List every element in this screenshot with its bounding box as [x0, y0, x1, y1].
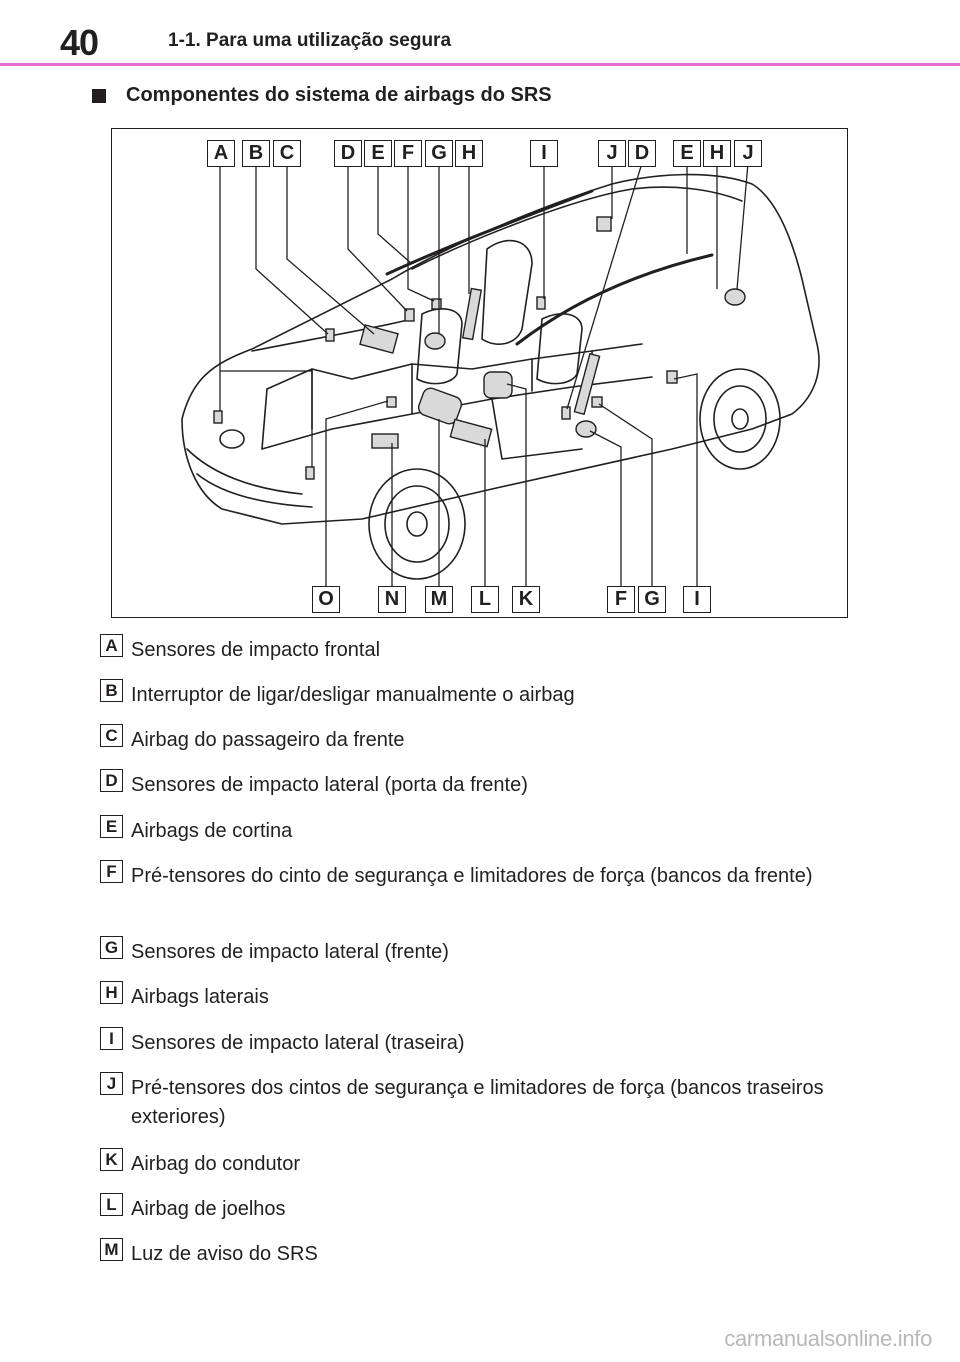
legend-badge: D [100, 769, 123, 792]
callout-top-9: I [530, 140, 558, 167]
callout-bottom-5: K [512, 586, 540, 613]
callout-top-8: H [455, 140, 483, 167]
callout-bottom-2: N [378, 586, 406, 613]
callout-bottom-3: M [425, 586, 453, 613]
legend-text: Airbag do passageiro da frente [131, 729, 405, 751]
legend-badge: K [100, 1148, 123, 1171]
legend-text: Airbags laterais [131, 986, 269, 1008]
legend-badge: B [100, 679, 123, 702]
callout-bottom-6: F [607, 586, 635, 613]
callout-top-12: E [673, 140, 701, 167]
section-heading: Componentes do sistema de airbags do SRS [92, 84, 552, 107]
callout-top-5: E [364, 140, 392, 167]
square-bullet-icon [92, 88, 106, 103]
callout-top-2: B [242, 140, 270, 167]
callout-bottom-1: O [312, 586, 340, 613]
legend-badge: F [100, 860, 123, 883]
legend-text: Interruptor de ligar/desligar manualment… [131, 684, 575, 706]
header-rule [0, 63, 960, 66]
legend-text: Pré-tensores dos cintos de segurança e l… [131, 1077, 824, 1128]
callout-top-7: G [425, 140, 453, 167]
callout-bottom-4: L [471, 586, 499, 613]
chapter-title: 1-1. Para uma utilização segura [168, 30, 452, 51]
airbag-system-diagram: A B C D E F G H I J D E H J O N M L K F … [111, 128, 848, 618]
legend-badge: A [100, 634, 123, 657]
callout-top-14: J [734, 140, 762, 167]
callout-bottom-7: G [638, 586, 666, 613]
legend-badge: I [100, 1027, 123, 1050]
vehicle-cutaway-illustration [181, 162, 820, 587]
section-heading-text: Componentes do sistema de airbags do SRS [126, 84, 552, 106]
callout-top-10: J [598, 140, 626, 167]
legend-badge: H [100, 981, 123, 1004]
legend-text: Sensores de impacto lateral (porta da fr… [131, 774, 528, 796]
legend-badge: L [100, 1193, 123, 1216]
legend-text: Sensores de impacto frontal [131, 639, 381, 661]
legend-text: Sensores de impacto lateral (traseira) [131, 1032, 465, 1054]
page-number: 40 [60, 22, 99, 63]
callout-top-3: C [273, 140, 301, 167]
callout-top-1: A [207, 140, 235, 167]
legend-text: Airbags de cortina [131, 820, 293, 842]
callout-top-13: H [703, 140, 731, 167]
legend-text: Pré-tensores do cinto de segurança e lim… [131, 865, 813, 887]
callout-top-4: D [334, 140, 362, 167]
callout-top-6: F [394, 140, 422, 167]
legend-badge: M [100, 1238, 123, 1261]
watermark: carmanualsonline.info [724, 1326, 932, 1351]
legend-badge: J [100, 1072, 123, 1095]
callout-bottom-8: I [683, 586, 711, 613]
legend-text: Airbag do condutor [131, 1153, 301, 1175]
legend-badge: G [100, 936, 123, 959]
legend-text: Luz de aviso do SRS [131, 1243, 318, 1265]
legend-text: Sensores de impacto lateral (frente) [131, 941, 449, 963]
callout-top-11: D [628, 140, 656, 167]
legend-text: Airbag de joelhos [131, 1198, 286, 1220]
legend-badge: E [100, 815, 123, 838]
legend-badge: C [100, 724, 123, 747]
